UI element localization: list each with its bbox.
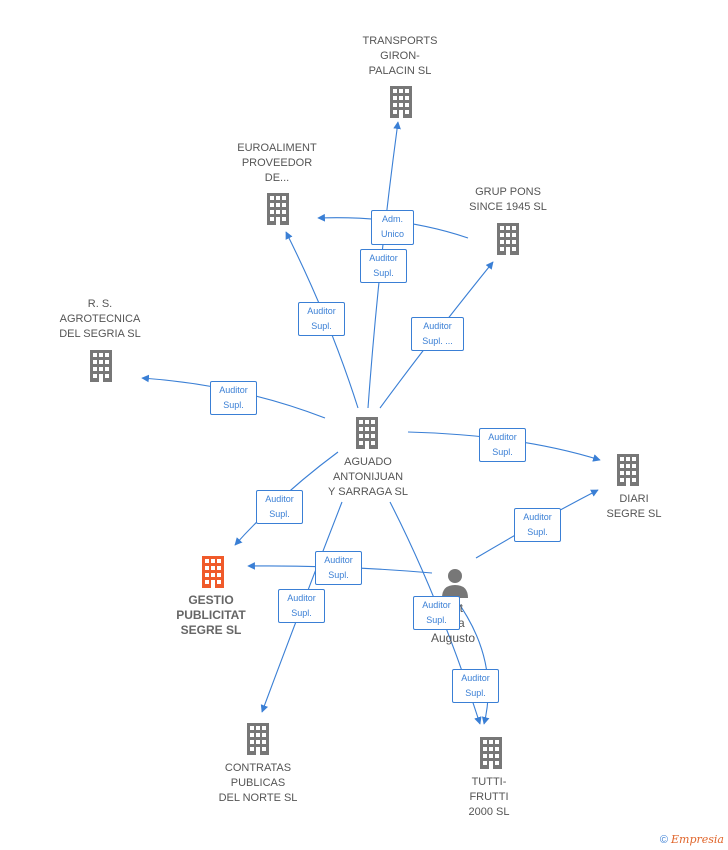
- building-icon[interactable]: [390, 86, 412, 118]
- node-label-tutti[interactable]: TUTTI- FRUTTI 2000 SL: [468, 776, 510, 818]
- building-icon[interactable]: [480, 737, 502, 769]
- building-icon[interactable]: [247, 723, 269, 755]
- copyright-icon: ©: [659, 834, 668, 846]
- building-icon[interactable]: [617, 454, 639, 486]
- node-label-diari[interactable]: DIARI SEGRE SL: [606, 493, 662, 520]
- node-label-contratas[interactable]: CONTRATAS PUBLICAS DEL NORTE SL: [218, 762, 298, 804]
- edge-label-person-diari: Auditor Supl.: [514, 508, 561, 542]
- edge-person-tutti: [454, 597, 490, 725]
- building-icon[interactable]: [356, 417, 378, 449]
- edge-label-person-gestio: Auditor Supl.: [315, 551, 362, 585]
- brand-logo: Empresia: [671, 833, 724, 846]
- building-icon[interactable]: [90, 350, 112, 382]
- edge-label-tutti: Auditor Supl.: [413, 596, 460, 630]
- edge-label-gruppons: Auditor Supl. ...: [411, 317, 464, 351]
- node-label-agrotecnica[interactable]: R. S. AGROTECNICA DEL SEGRIA SL: [59, 298, 141, 340]
- edge-label-person-tutti: Auditor Supl.: [452, 669, 499, 703]
- person-icon[interactable]: [442, 569, 468, 598]
- node-label-aguado[interactable]: AGUADO ANTONIJUAN Y SARRAGA SL: [328, 456, 408, 498]
- footer-brand[interactable]: © Empresia: [660, 833, 724, 846]
- edge-label-diari: Auditor Supl.: [479, 428, 526, 462]
- building-icon[interactable]: [497, 223, 519, 255]
- node-label-euroaliment[interactable]: EUROALIMENT PROVEEDOR DE...: [237, 142, 317, 184]
- node-label-gruppons[interactable]: GRUP PONS SINCE 1945 SL: [469, 186, 547, 213]
- node-label-gestio[interactable]: GESTIO PUBLICITAT SEGRE SL: [176, 593, 246, 637]
- edge-label-agrotecnica: Auditor Supl.: [210, 381, 257, 415]
- edge-label-gestio: Auditor Supl.: [256, 490, 303, 524]
- building-icon-highlighted[interactable]: [202, 556, 224, 588]
- edge-label-euroaliment: Auditor Supl.: [298, 302, 345, 336]
- edge-label-euroaliment-adm: Adm. Unico: [371, 210, 414, 245]
- edge-label-contratas: Auditor Supl.: [278, 589, 325, 623]
- building-icon[interactable]: [267, 193, 289, 225]
- edge-label-transports: Auditor Supl.: [360, 249, 407, 283]
- node-label-transports[interactable]: TRANSPORTS GIRON- PALACIN SL: [362, 35, 438, 77]
